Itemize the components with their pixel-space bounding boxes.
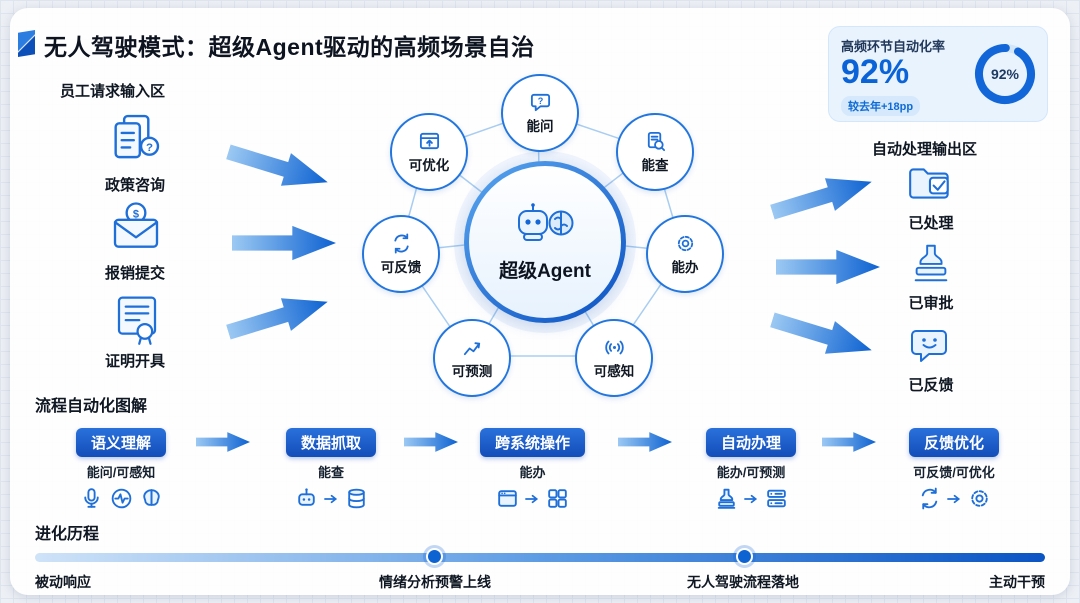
- super-agent-node: 超级Agent: [464, 161, 626, 323]
- input-item-label: 政策咨询: [104, 177, 165, 194]
- folder-check-icon: [909, 168, 949, 199]
- gear-icon: [677, 235, 693, 252]
- output-item-label: 已处理: [908, 215, 954, 232]
- apps-grid-icon: [548, 489, 567, 508]
- database-icon: [347, 488, 365, 509]
- mini-arrow-icon: [323, 494, 337, 503]
- donut-center-label: 92%: [991, 66, 1020, 82]
- agent-node-ask: ? 能问: [501, 74, 579, 152]
- agent-node-perceive: 可感知: [575, 319, 653, 397]
- stamp-icon: [914, 244, 948, 282]
- timeline-milestone: 被动响应: [35, 574, 91, 590]
- flow-step-semantic: 语义理解 能问/可感知: [55, 428, 187, 511]
- agent-node-label: 能查: [641, 158, 669, 173]
- flow-step-sub: 能问/可感知: [86, 465, 156, 480]
- flow-step-sub: 能查: [317, 465, 344, 480]
- agent-node-label: 可预测: [451, 364, 493, 379]
- flow-step-feedback-optimize: 反馈优化 可反馈/可优化: [884, 428, 1024, 511]
- gear-small-icon: [970, 490, 988, 507]
- flow-step-pill: 反馈优化: [908, 428, 999, 457]
- flow-step-sub: 能办/可预测: [716, 465, 786, 480]
- mic-icon: [83, 488, 99, 508]
- mini-arrow-icon: [946, 494, 960, 503]
- input-item-label: 报销提交: [104, 265, 165, 282]
- smiley-chat-icon: [911, 330, 947, 362]
- agent-node-feedback: 可反馈: [362, 215, 440, 293]
- input-section-title: 员工请求输入区: [60, 83, 166, 100]
- agent-node-label: 能问: [526, 119, 554, 134]
- refresh-icon: [393, 233, 409, 254]
- super-agent-label: 超级Agent: [499, 260, 591, 282]
- svg-text:?: ?: [537, 96, 543, 106]
- agent-node-label: 可感知: [593, 364, 635, 379]
- signal-icon: [604, 340, 624, 355]
- refresh-small-icon: [921, 487, 937, 510]
- timeline-dot: [426, 548, 443, 565]
- chat-question-icon: ?: [530, 93, 550, 112]
- doc-search-icon: [647, 131, 665, 152]
- flow-step-sub: 能办: [519, 465, 546, 480]
- robot-brain-icon: [518, 202, 574, 241]
- automation-rate-label: 高频环节自动化率: [841, 39, 946, 54]
- certificate-icon: [117, 296, 157, 345]
- page-title: 无人驾驶模式：超级Agent驱动的高频场景自治: [44, 34, 535, 60]
- flow-step-sub: 可反馈/可优化: [913, 465, 995, 480]
- agent-node-optimize: 可优化: [390, 113, 468, 191]
- trend-chart-icon: [463, 342, 480, 356]
- timeline-dot: [736, 548, 753, 565]
- timeline-milestone: 无人驾驶流程落地: [687, 574, 799, 590]
- flow-step-auto-handle: 自动办理 能办/可预测: [685, 428, 817, 511]
- flow-step-data-capture: 数据抓取 能查: [265, 428, 397, 511]
- agent-node-label: 可反馈: [380, 260, 422, 275]
- title-accent-icon: [18, 30, 35, 57]
- svg-text:$: $: [133, 209, 139, 221]
- timeline-title: 进化历程: [35, 526, 100, 543]
- output-section-title: 自动处理输出区: [872, 141, 978, 158]
- automation-rate-delta: 较去年+18pp: [841, 96, 921, 116]
- agent-node-predict: 可预测: [433, 319, 511, 397]
- window-icon: [498, 490, 517, 507]
- server-icon: [766, 489, 786, 508]
- stamp-small-icon: [717, 488, 735, 509]
- automation-rate-card: 高频环节自动化率 92% 较去年+18pp 92%: [828, 26, 1048, 122]
- browser-up-arrow-icon: [419, 132, 439, 150]
- output-item-label: 已审批: [908, 295, 954, 312]
- flow-section-title: 流程自动化图解: [35, 398, 148, 415]
- pulse-icon: [111, 488, 131, 509]
- agent-node-label: 可优化: [408, 158, 450, 173]
- timeline-milestone: 情绪分析预警上线: [379, 574, 491, 590]
- flow-step-pill: 跨系统操作: [479, 428, 585, 457]
- brain-icon: [142, 489, 160, 506]
- flow-step-pill: 语义理解: [75, 428, 166, 457]
- mini-arrow-icon: [743, 494, 757, 503]
- automation-donut-chart: 92%: [975, 44, 1035, 104]
- agent-node-query: 能查: [616, 113, 694, 191]
- mini-arrow-icon: [525, 494, 539, 503]
- timeline-bar: [35, 553, 1045, 562]
- svg-text:?: ?: [146, 142, 153, 154]
- policy-docs-icon: ?: [114, 114, 160, 159]
- output-item-label: 已反馈: [908, 377, 954, 394]
- robot-icon: [297, 488, 315, 506]
- flow-step-pill: 自动办理: [705, 428, 796, 457]
- agent-node-label: 能办: [671, 260, 699, 275]
- flow-step-cross-system: 跨系统操作 能办: [460, 428, 605, 511]
- agent-network: ? 能问 可优化 能查 可反馈: [355, 66, 760, 406]
- timeline-milestone: 主动干预: [989, 574, 1045, 590]
- automation-rate-value: 92%: [841, 53, 910, 91]
- reimburse-mail-icon: $: [113, 202, 159, 248]
- agent-node-handle: 能办: [646, 215, 724, 293]
- input-item-label: 证明开具: [104, 353, 165, 370]
- flow-step-pill: 数据抓取: [285, 428, 376, 457]
